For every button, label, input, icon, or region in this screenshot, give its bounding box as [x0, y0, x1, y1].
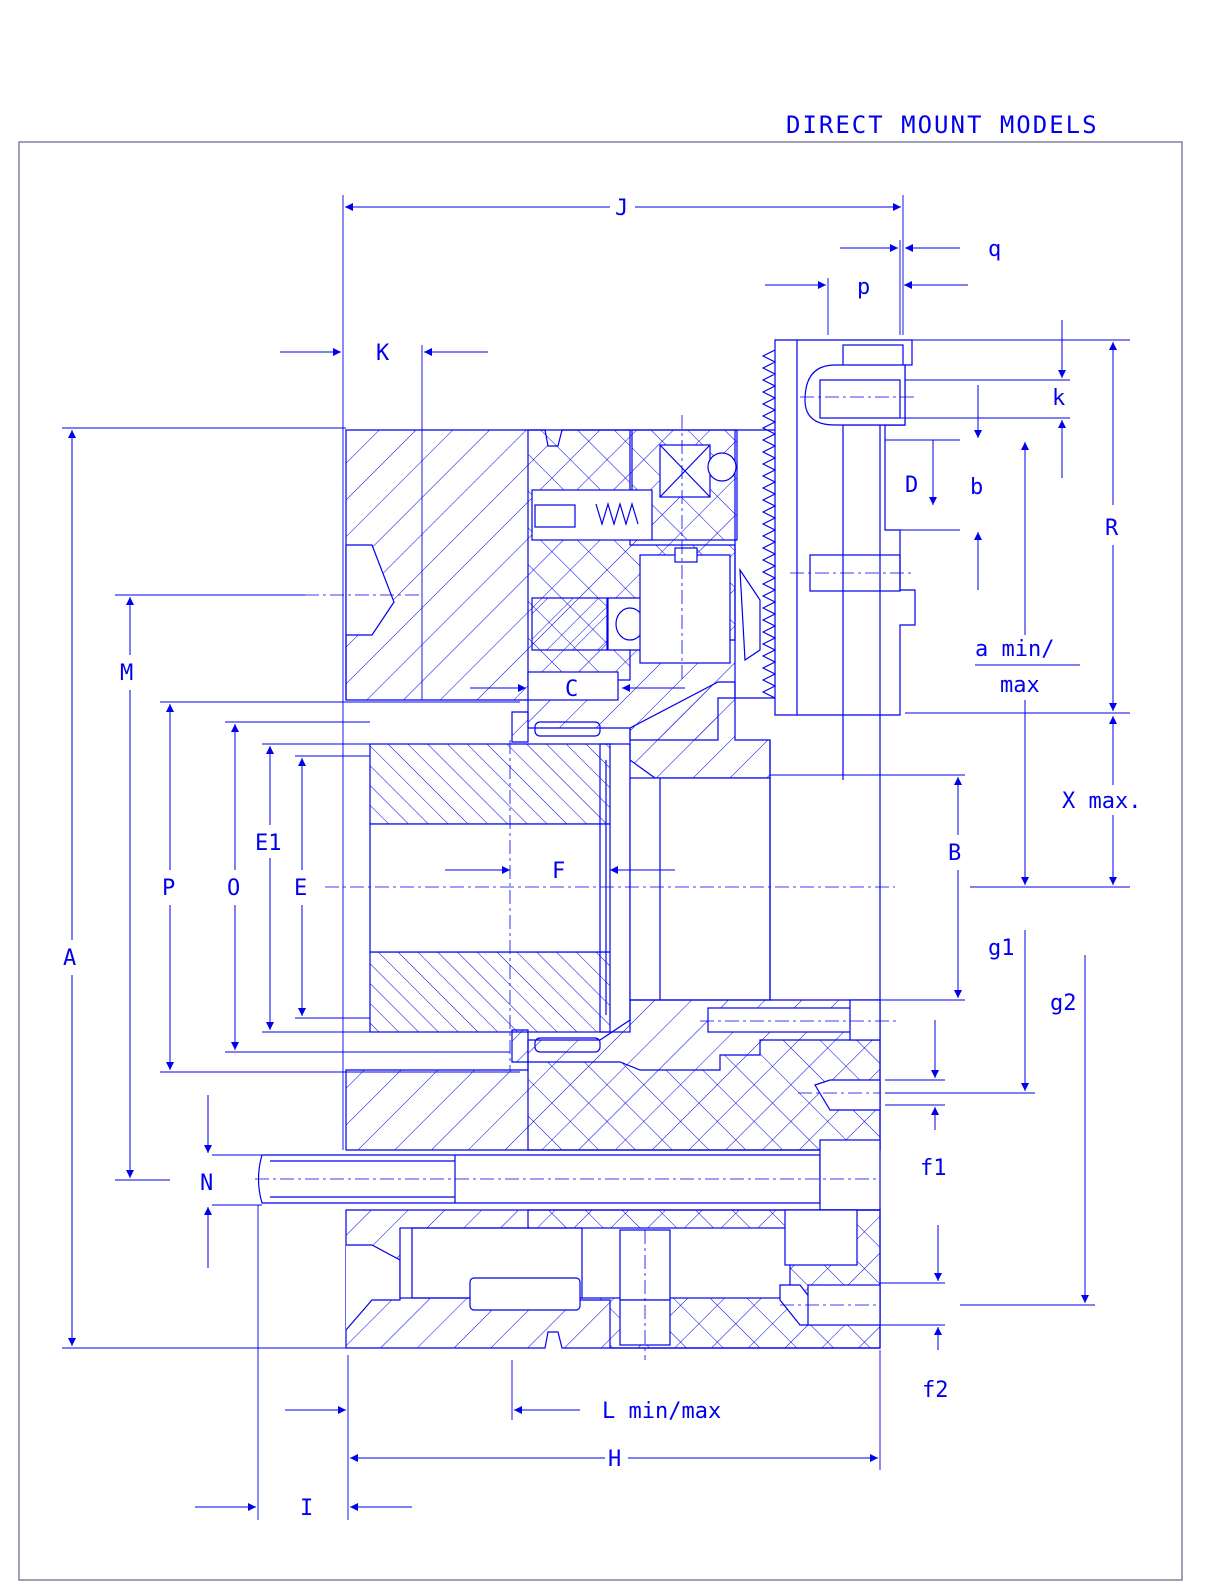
- lower-bolt: [400, 1228, 790, 1298]
- label-E1: E1: [255, 831, 282, 856]
- jaw-teeth: [763, 350, 775, 698]
- label-O: O: [227, 876, 240, 901]
- label-a-min: a min/: [975, 637, 1054, 662]
- label-F: F: [552, 859, 565, 884]
- label-p: p: [857, 275, 870, 300]
- label-A: A: [63, 946, 76, 971]
- label-I: I: [300, 1496, 313, 1521]
- label-k: k: [1052, 386, 1065, 411]
- label-J: J: [615, 196, 628, 221]
- label-X-max: X max.: [1062, 789, 1141, 814]
- label-q: q: [988, 237, 1001, 262]
- label-R: R: [1105, 516, 1119, 541]
- label-M: M: [120, 661, 133, 686]
- label-L-min-max: L min/max: [602, 1399, 721, 1424]
- label-N: N: [200, 1171, 213, 1196]
- label-B: B: [948, 841, 961, 866]
- slot-pocket: [640, 555, 730, 663]
- bearing-ball: [708, 453, 736, 481]
- label-K: K: [376, 341, 390, 366]
- label-g2: g2: [1050, 991, 1077, 1016]
- label-f2: f2: [922, 1378, 949, 1403]
- label-g1: g1: [988, 936, 1015, 961]
- label-a-max: max: [1000, 673, 1040, 698]
- label-E: E: [294, 876, 307, 901]
- label-C: C: [565, 677, 578, 702]
- bore: [370, 824, 610, 952]
- label-b: b: [970, 475, 983, 500]
- drawing-title: DIRECT MOUNT MODELS: [786, 111, 1099, 139]
- label-D: D: [905, 473, 918, 498]
- label-P: P: [162, 876, 175, 901]
- label-f1: f1: [920, 1156, 947, 1181]
- sleeve-lower: [370, 952, 610, 1032]
- sleeve-upper: [370, 744, 610, 824]
- label-H: H: [608, 1447, 621, 1472]
- piston: [532, 598, 607, 650]
